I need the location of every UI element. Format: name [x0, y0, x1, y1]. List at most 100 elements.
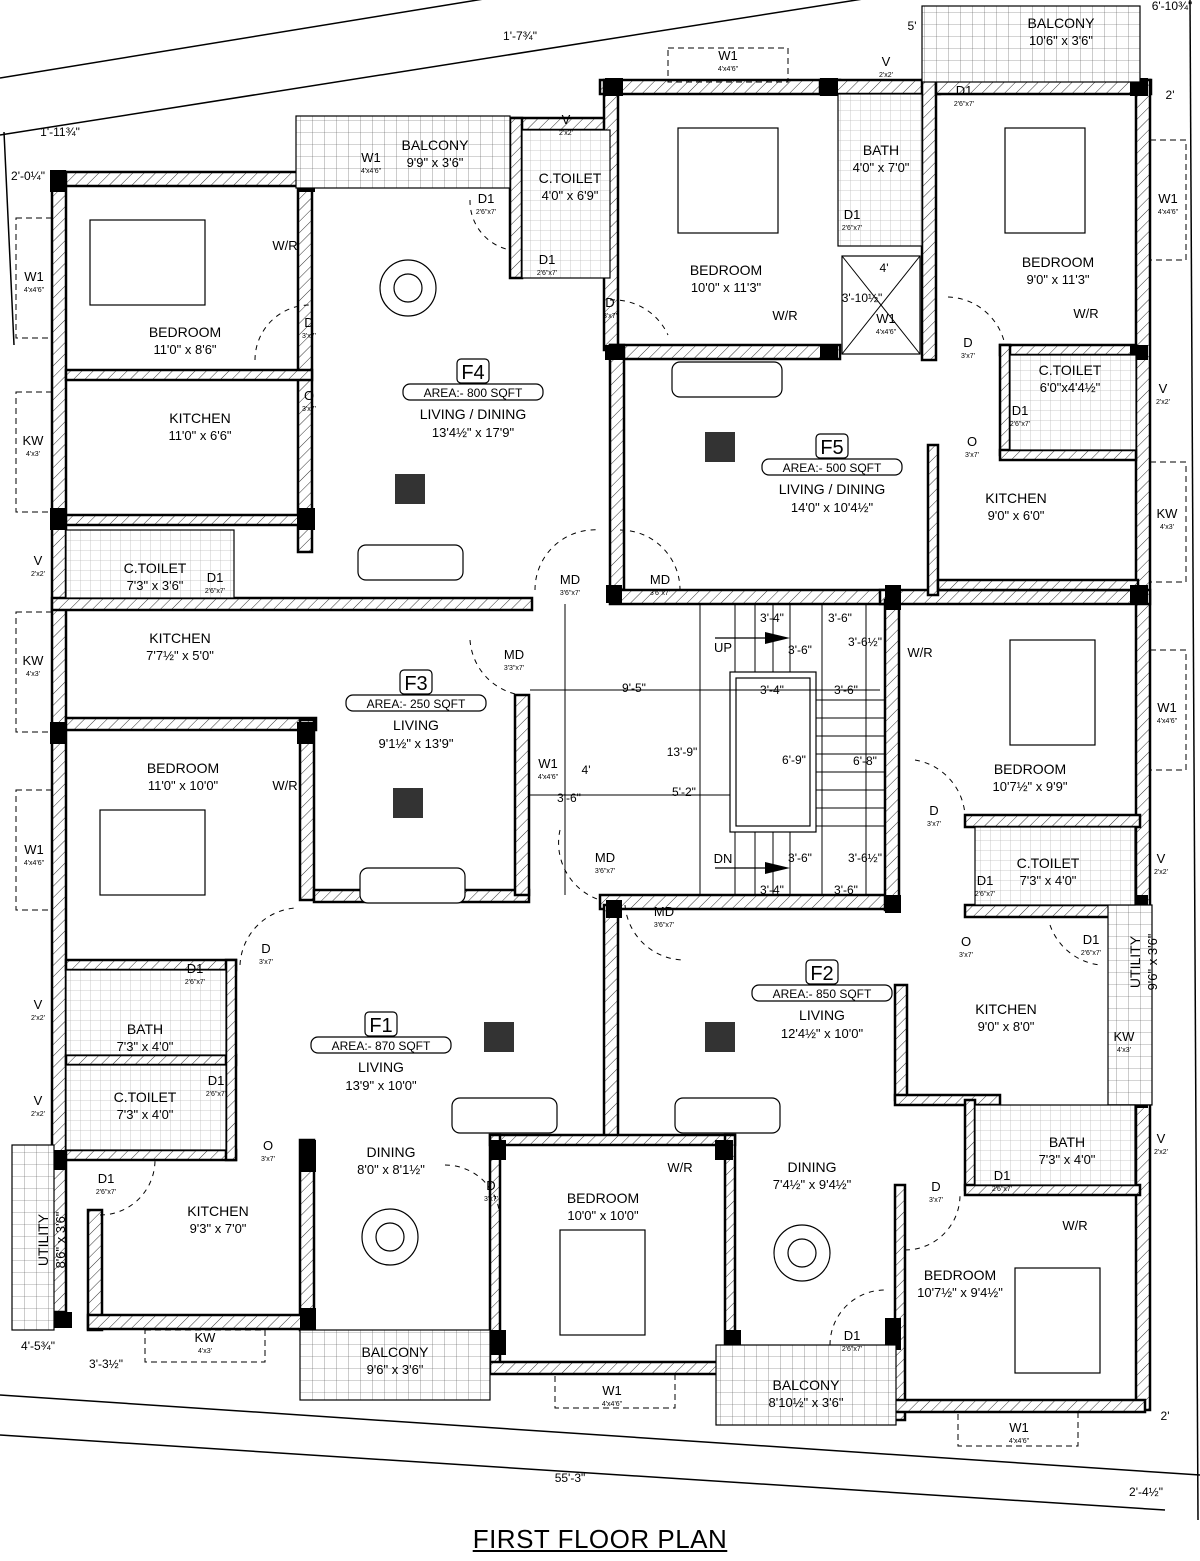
room-size: 9'0" x 6'0"	[988, 508, 1045, 523]
opening-code: D1	[539, 252, 556, 267]
opening-code: V	[34, 553, 43, 568]
sofa-f5	[671, 361, 783, 398]
coffee-table-f3	[393, 788, 423, 818]
dimension-label: 3'-6½"	[848, 851, 882, 865]
room-name: BALCONY	[773, 1377, 841, 1393]
opening-md-label: MD3'3"x7'	[504, 647, 524, 672]
room-size: 10'7½" x 9'4½"	[917, 1285, 1003, 1300]
room-name: BEDROOM	[690, 262, 762, 278]
opening-size: 2'x2'	[1154, 869, 1168, 876]
opening-code: D	[929, 803, 938, 818]
opening-code: W1	[1157, 700, 1177, 715]
opening-code: W/R	[272, 778, 297, 793]
room-name: BEDROOM	[924, 1267, 996, 1283]
opening-size: 2'6"x7'	[992, 1186, 1012, 1193]
sofa-f2	[674, 1097, 781, 1134]
room-name: BEDROOM	[994, 761, 1066, 777]
flat-main-room-size: 13'9" x 10'0"	[345, 1078, 417, 1093]
opening-d1-label: D12'6"x7'	[476, 191, 496, 216]
opening-d1-label: D12'6"x7'	[96, 1171, 116, 1196]
room-size: 11'0" x 6'6"	[168, 428, 231, 443]
opening-d1-label: D12'6"x7'	[1081, 932, 1101, 957]
opening-w1-label: W14'x4'6"	[1157, 700, 1178, 725]
opening-d1-label: D12'6"x7'	[992, 1168, 1012, 1193]
opening-code: W1	[361, 150, 381, 165]
opening-size: 2'6"x7'	[975, 891, 995, 898]
opening-code: D1	[207, 570, 224, 585]
room-name: BATH	[1049, 1134, 1085, 1150]
opening-d1-label: D12'6"x7'	[975, 873, 995, 898]
coffee-table-f4	[395, 474, 425, 504]
opening-code: D1	[187, 961, 204, 976]
opening-w1-label: W14'x4'6"	[718, 48, 739, 73]
opening-v-label: V2'x2'	[31, 1093, 45, 1118]
opening-w1-label: W14'x4'6"	[876, 311, 897, 336]
stair-up-label: UP	[714, 640, 732, 655]
opening-d-label: D3'x7'	[603, 295, 617, 320]
room-name: BATH	[127, 1021, 163, 1037]
flat-main-room: LIVING	[393, 717, 439, 733]
room-size: 7'3" x 4'0"	[117, 1039, 174, 1054]
opening-code: W1	[24, 842, 44, 857]
opening-code: W1	[538, 756, 558, 771]
opening-code: D1	[208, 1073, 225, 1088]
opening-size: 3'x7'	[302, 333, 316, 340]
flat-area: AREA:- 850 SQFT	[773, 987, 872, 1001]
dimension-label: 1'-7¾"	[503, 29, 537, 43]
dimension-label: 5'-2"	[672, 785, 696, 799]
opening-code: D1	[478, 191, 495, 206]
dimension-label: 3'-6"	[828, 611, 852, 625]
opening-size: 4'x4'6"	[602, 1401, 623, 1408]
opening-md-label: MD3'6"x7'	[650, 572, 670, 597]
flat-main-room-size: 9'1½" x 13'9"	[379, 736, 454, 751]
opening-code: V	[1159, 381, 1168, 396]
flat-main-room-size: 12'4½" x 10'0"	[781, 1026, 864, 1041]
opening-size: 4'x4'6"	[24, 860, 45, 867]
opening-w1-label: W14'x4'6"	[1009, 1420, 1030, 1445]
room-size: 7'3" x 4'0"	[1039, 1152, 1096, 1167]
opening-d-label: D3'x7'	[961, 335, 975, 360]
dimension-label: 5'	[908, 19, 917, 33]
opening-code: KW	[23, 433, 45, 448]
dimension-label: 4'-5¾"	[21, 1339, 55, 1353]
opening-size: 3'x7'	[261, 1156, 275, 1163]
bed-f5-right	[1004, 127, 1086, 234]
opening-d-label: D3'x7'	[484, 1178, 498, 1203]
opening-size: 2'x2'	[879, 72, 893, 79]
opening-w1-label: W14'x4'6"	[24, 269, 45, 294]
opening-size: 4'x4'6"	[1158, 209, 1179, 216]
opening-o-label: O3'x7'	[261, 1138, 275, 1163]
coffee-table-f1	[484, 1022, 514, 1052]
room-name: BEDROOM	[149, 324, 221, 340]
opening-size: 3'x7'	[603, 313, 617, 320]
room-size: 10'0" x 10'0"	[567, 1208, 639, 1223]
opening-size: 4'x4'6"	[361, 168, 382, 175]
opening-wr-label: W/R	[772, 308, 797, 323]
opening-code: V	[882, 54, 891, 69]
opening-size: 3'x7'	[484, 1196, 498, 1203]
opening-size: 4'x3'	[1117, 1047, 1131, 1054]
flat-main-room: LIVING / DINING	[420, 406, 527, 422]
room-name: BATH	[863, 142, 899, 158]
stair-down-label: DN	[714, 851, 733, 866]
opening-size: 3'x7'	[302, 406, 316, 413]
opening-code: W/R	[772, 308, 797, 323]
opening-code: MD	[504, 647, 524, 662]
opening-w1-label: W1 4'x4'6"	[24, 842, 45, 867]
coffee-table-f5	[705, 432, 735, 462]
opening-d-label: D3'x7'	[302, 315, 316, 340]
dimension-label: 3'-6"	[834, 883, 858, 897]
opening-d1-label: D12'6"x7'	[205, 570, 225, 595]
opening-size: 2'6"x7'	[96, 1189, 116, 1196]
